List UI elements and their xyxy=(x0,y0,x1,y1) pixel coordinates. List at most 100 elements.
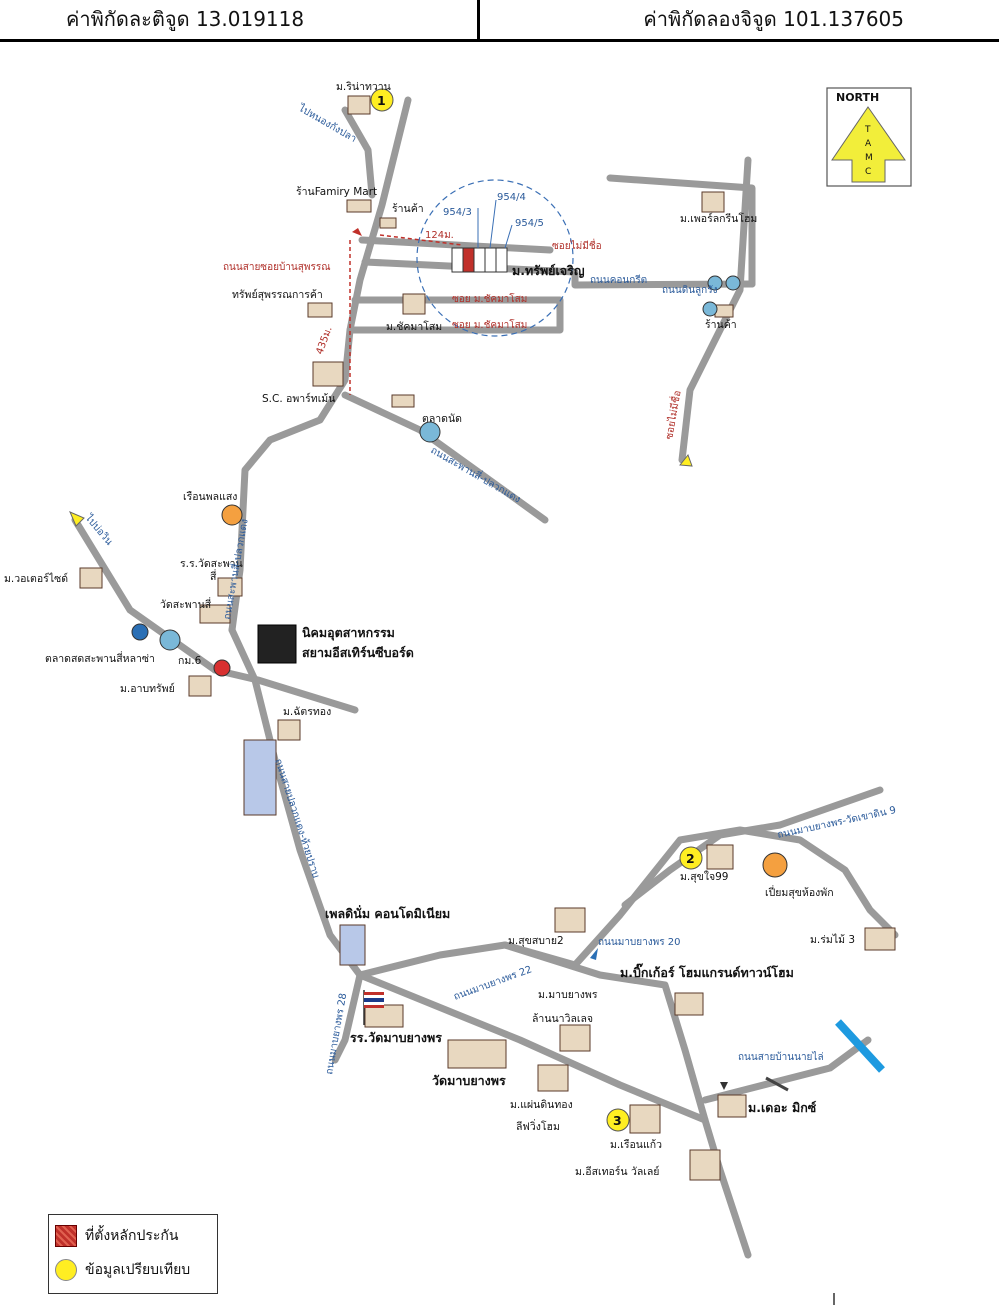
subject-area-circle xyxy=(416,179,574,337)
road-top-east xyxy=(606,174,756,288)
plot-954-3: 954/3 xyxy=(443,207,472,218)
road-label-soi-khokphip: ซอย ม.ชัคมาโสม xyxy=(452,318,527,331)
shop-icon xyxy=(702,301,718,317)
road-mab20 xyxy=(501,941,709,1124)
label-lanna: ล้านนาวิลเลจ xyxy=(532,1013,593,1025)
road-label-mairue2: ซอยไม่มีชื่อ xyxy=(661,389,683,440)
svg-text:A: A xyxy=(865,139,872,149)
marker-1 xyxy=(370,88,394,112)
label-rinthawan: ม.ริน่าทวาน xyxy=(336,81,391,93)
label-shop2: ร้านค้า xyxy=(705,319,737,331)
svg-text:NORTH: NORTH xyxy=(836,91,879,104)
legend-collateral: ที่ตั้งหลักประกัน xyxy=(55,1223,178,1249)
road-network xyxy=(71,96,899,1259)
label-thermix: ม.เดอะ มิกซ์ xyxy=(748,1100,817,1115)
warehouse-icon xyxy=(243,739,277,816)
label-sc: S.C. อพาร์ทเม้น xyxy=(262,392,335,405)
legend-comparison-label: ข้อมูลเปรียบเทียบ xyxy=(85,1262,191,1278)
road-mab-upper xyxy=(621,786,884,909)
map-legend: ที่ตั้งหลักประกัน ข้อมูลเปรียบเทียบ xyxy=(48,1214,218,1294)
road-bowin xyxy=(71,516,219,674)
latitude-label: ค่าพิกัดละติจูด 13.019118 xyxy=(66,7,305,31)
shop-icon xyxy=(707,275,723,291)
house-icon xyxy=(188,675,212,697)
road-east-down xyxy=(678,156,752,464)
road-label-soi-mairue: ซอยไม่มีชื่อ xyxy=(552,238,602,252)
label-school1: ร.ร.วัดสะพาน xyxy=(180,558,243,570)
house-icon xyxy=(706,844,734,870)
shop-icon xyxy=(379,217,397,229)
house-icon xyxy=(554,907,586,933)
road-label-saphan-plaeng: ถนนสะพานสี่-ปลวกแดง xyxy=(429,442,524,505)
svg-text:C: C xyxy=(865,167,871,177)
shop-icon xyxy=(346,199,372,213)
road-soi-suphan xyxy=(358,236,554,254)
house-icon xyxy=(674,992,704,1016)
collateral-swatch xyxy=(55,1225,77,1247)
longitude-label: ค่าพิกัดลองจิจูด 101.137605 xyxy=(643,7,904,31)
market-icon xyxy=(391,394,415,408)
label-sukjai: ม.สุขใจ99 xyxy=(680,870,729,883)
north-compass: NORTH T A M C xyxy=(826,87,912,187)
road-label-nai-lai: ถนนสายบ้านนายไล่ xyxy=(738,1051,824,1063)
label-condo: เพลดินั่ม คอนโดมิเนียม xyxy=(325,905,450,921)
label-wat2: วัดมาบยางพร xyxy=(432,1073,506,1088)
market-icon xyxy=(159,629,181,651)
label-suksabai: ม.สุขสบาย2 xyxy=(508,935,564,947)
svg-text:M: M xyxy=(865,153,873,163)
label-piam: เปี่ยมสุขห้องพัก xyxy=(765,885,834,899)
road-label-concrete: ถนนคอนกรีต xyxy=(590,274,647,286)
svg-text:2: 2 xyxy=(686,851,695,866)
logo-icon xyxy=(131,623,149,641)
apartment-icon xyxy=(312,361,344,387)
shop-icon xyxy=(307,302,333,318)
label-industrial2: สยามอีสเทิร์นซีบอร์ด xyxy=(302,645,414,660)
house-icon xyxy=(347,95,371,115)
market-icon xyxy=(419,421,441,443)
house-icon xyxy=(689,1149,721,1181)
road-mab22 xyxy=(356,826,899,979)
location-map[interactable]: 124ม. 435ม. 954/3 954/4 954/5 NORTH T A … xyxy=(0,42,999,1305)
gas-icon xyxy=(213,659,231,677)
road-label-dinthang: ถนนดินลูกรัง xyxy=(662,285,718,296)
label-arbsap: ม.อาบทรัพย์ xyxy=(120,682,175,695)
header-divider xyxy=(477,0,480,42)
distance-lines xyxy=(349,234,463,395)
condo-icon xyxy=(339,924,366,966)
house-icon xyxy=(277,719,301,741)
label-eastern: ม.อีสเทอร์น วัลเลย์ xyxy=(575,1165,659,1178)
label-km6: กม.6 xyxy=(178,655,202,667)
direction-arrows xyxy=(69,453,693,527)
label-sapcharoen: ม.ทรัพย์เจริญ xyxy=(512,263,585,278)
coordinates-header: ค่าพิกัดละติจูด 13.019118 ค่าพิกัดลองจิจ… xyxy=(0,0,999,42)
road-km6 xyxy=(211,666,359,714)
road-soi-chat xyxy=(346,296,564,334)
house-icon xyxy=(864,927,896,951)
building-icons xyxy=(79,95,896,1181)
marker-2 xyxy=(679,846,703,870)
label-chatmao: ม.ชัคมาโสม xyxy=(386,320,442,333)
marker-3 xyxy=(606,1108,630,1132)
legend-comparison: ข้อมูลเปรียบเทียบ xyxy=(55,1257,190,1283)
comparison-markers: 1 2 3 xyxy=(370,88,703,1132)
road-nai-lai xyxy=(701,1036,872,1104)
temple-icon xyxy=(447,1039,507,1069)
road-label-mab20: ถนนมาบยางพร 20 xyxy=(598,937,681,948)
label-industrial1: นิคมอุตสาหกรรม xyxy=(302,625,395,641)
plot-954-5: 954/5 xyxy=(515,218,544,229)
subject-plots xyxy=(451,247,508,273)
shop-icon xyxy=(725,275,741,291)
legend-collateral-label: ที่ตั้งหลักประกัน xyxy=(85,1228,179,1244)
house-icon xyxy=(79,567,103,589)
comparison-swatch xyxy=(55,1259,77,1281)
flag-icon xyxy=(363,990,384,1025)
shop-icon xyxy=(221,504,243,526)
river-icon xyxy=(835,1019,885,1073)
label-ruenkaew: ม.เรือนแก้ว xyxy=(610,1138,662,1151)
shop-icon xyxy=(714,304,734,318)
label-sapsuphan: ทรัพย์สุพรรณการค้า xyxy=(232,288,323,301)
label-wat1: วัดสะพานสี่ xyxy=(160,597,212,611)
house-icon xyxy=(717,1094,747,1118)
factory-icon xyxy=(257,624,297,664)
label-romrai: ม.ร่มไม้ 3 xyxy=(810,933,855,946)
